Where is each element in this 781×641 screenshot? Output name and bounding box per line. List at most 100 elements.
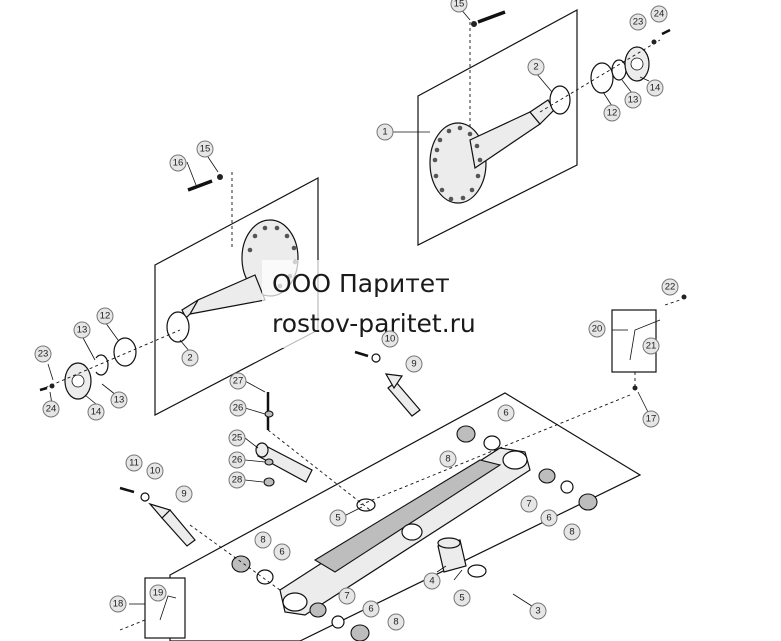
svg-text:17: 17	[646, 414, 657, 425]
svg-text:14: 14	[650, 83, 661, 94]
right-seal-ring	[590, 62, 614, 94]
svg-text:6: 6	[368, 604, 373, 615]
svg-text:13: 13	[628, 95, 639, 106]
callout-11: 11	[125, 454, 143, 472]
ring-lower-right	[331, 615, 345, 629]
watermark: ООО Паритет rostov-paritet.ru	[262, 260, 537, 348]
svg-text:2: 2	[187, 353, 192, 364]
callout-13-left-top: 13	[73, 321, 91, 339]
callout-24-left: 24	[42, 400, 60, 418]
svg-text:10: 10	[150, 466, 161, 477]
callout-8-c: 8	[254, 531, 272, 549]
callout-8-a: 8	[439, 450, 457, 468]
svg-text:5: 5	[459, 593, 464, 604]
seal-upper-right	[578, 493, 598, 511]
washer-26-upper	[264, 410, 274, 418]
svg-text:13: 13	[77, 325, 88, 336]
callout-6-d: 6	[362, 600, 380, 618]
callout-14-right: 14	[646, 79, 664, 97]
callout-10-upper: 10	[381, 330, 399, 348]
callout-23-right: 23	[629, 13, 647, 31]
nut-28	[263, 477, 275, 487]
callout-16: 16	[169, 154, 187, 172]
callout-21: 21	[642, 337, 660, 355]
svg-text:22: 22	[665, 282, 676, 293]
callout-22: 22	[661, 278, 679, 296]
svg-text:25: 25	[232, 433, 243, 444]
svg-text:6: 6	[279, 547, 284, 558]
callout-3: 3	[529, 602, 547, 620]
fitting-22	[681, 294, 687, 300]
svg-text:18: 18	[113, 599, 124, 610]
left-top-bolt	[187, 174, 223, 192]
bolt-11	[119, 486, 135, 494]
svg-text:11: 11	[129, 458, 139, 469]
svg-text:8: 8	[445, 454, 450, 465]
right-top-bolt	[471, 10, 506, 27]
callout-9-upper: 9	[405, 355, 423, 373]
svg-text:15: 15	[454, 0, 465, 10]
svg-text:2: 2	[533, 62, 538, 73]
callout-20: 20	[588, 320, 606, 338]
callout-19: 19	[149, 584, 167, 602]
svg-text:7: 7	[526, 499, 531, 510]
pin-9-upper	[384, 373, 421, 417]
seal-lower-left	[231, 555, 251, 573]
svg-text:3: 3	[535, 606, 540, 617]
callout-6-c: 6	[273, 543, 291, 561]
callout-2-right: 2	[527, 58, 545, 76]
washer-26-lower	[264, 458, 274, 466]
left-small-ring	[95, 354, 109, 376]
callout-12-right: 12	[603, 104, 621, 122]
callout-10-lower: 10	[146, 462, 164, 480]
callout-7-lower: 7	[338, 587, 356, 605]
svg-text:7: 7	[344, 591, 349, 602]
svg-text:13: 13	[114, 395, 125, 406]
svg-text:20: 20	[592, 324, 603, 335]
svg-text:8: 8	[393, 617, 398, 628]
bearing-upper-right	[538, 468, 556, 484]
seal-upper-left	[456, 425, 476, 443]
callout-4: 4	[423, 572, 441, 590]
snap-ring-upper	[356, 498, 376, 512]
callout-13-left-bottom: 13	[110, 391, 128, 409]
svg-text:15: 15	[200, 144, 211, 155]
svg-text:16: 16	[173, 158, 184, 169]
callout-8-d: 8	[387, 613, 405, 631]
bushing	[437, 537, 467, 573]
callout-27: 27	[229, 372, 247, 390]
svg-text:24: 24	[654, 9, 665, 20]
callout-26-lower: 26	[228, 451, 246, 469]
svg-text:6: 6	[546, 513, 551, 524]
svg-text:28: 28	[232, 475, 243, 486]
leader-lines	[47, 7, 650, 611]
svg-text:24: 24	[46, 404, 57, 415]
svg-text:21: 21	[646, 341, 657, 352]
svg-text:12: 12	[607, 108, 618, 119]
callout-15-right: 15	[450, 0, 468, 13]
svg-text:14: 14	[91, 407, 102, 418]
right-small-ring	[611, 59, 627, 81]
clip-10-upper	[371, 353, 381, 363]
right-snap-ring	[549, 85, 571, 115]
callout-25: 25	[228, 429, 246, 447]
callout-15-left: 15	[196, 140, 214, 158]
svg-text:19: 19	[153, 588, 164, 599]
pin-9-lower	[148, 502, 196, 547]
snap-ring-lower	[467, 564, 487, 578]
callout-24-right: 24	[650, 5, 668, 23]
grease-line-18	[144, 577, 186, 639]
seal-lower-right	[350, 624, 370, 641]
callout-9-lower: 9	[175, 485, 193, 503]
svg-text:26: 26	[232, 455, 243, 466]
callout-13-right: 13	[624, 91, 642, 109]
callout-14-left: 14	[87, 403, 105, 421]
svg-text:5: 5	[335, 513, 340, 524]
callout-17: 17	[642, 410, 660, 428]
svg-text:1: 1	[382, 127, 387, 138]
svg-text:8: 8	[260, 535, 265, 546]
left-snap-ring	[166, 311, 190, 343]
callout-5-lower: 5	[453, 589, 471, 607]
callout-23-left: 23	[34, 345, 52, 363]
